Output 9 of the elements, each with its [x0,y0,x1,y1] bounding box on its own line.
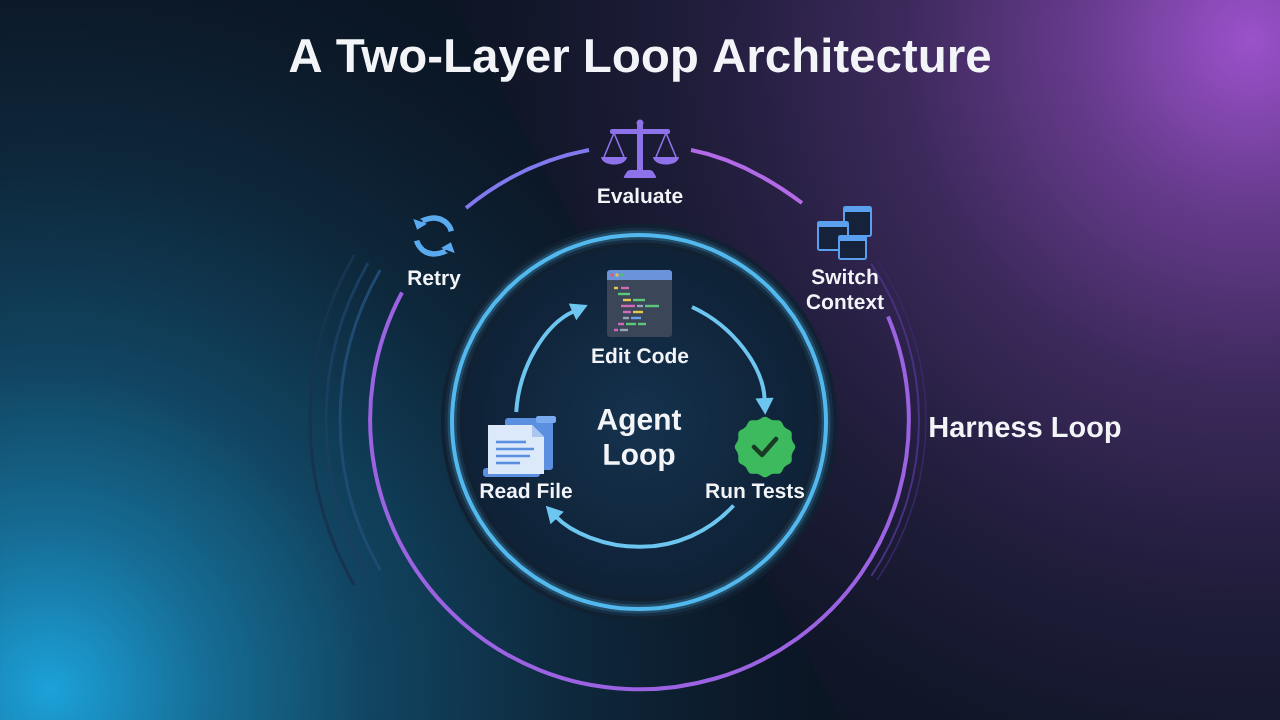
ring-arc [368,291,911,691]
loop-step: Edit Code [592,347,689,364]
ring-arc [690,148,804,205]
ring-arc [464,148,590,210]
loop-step: Read File [480,482,572,499]
loop-step: Evaluate [598,187,683,204]
loop-step: Run Tests [706,483,805,499]
title: A Two-Layer Loop Architecture [289,37,990,82]
loop-label: Harness Loop [930,417,1121,443]
